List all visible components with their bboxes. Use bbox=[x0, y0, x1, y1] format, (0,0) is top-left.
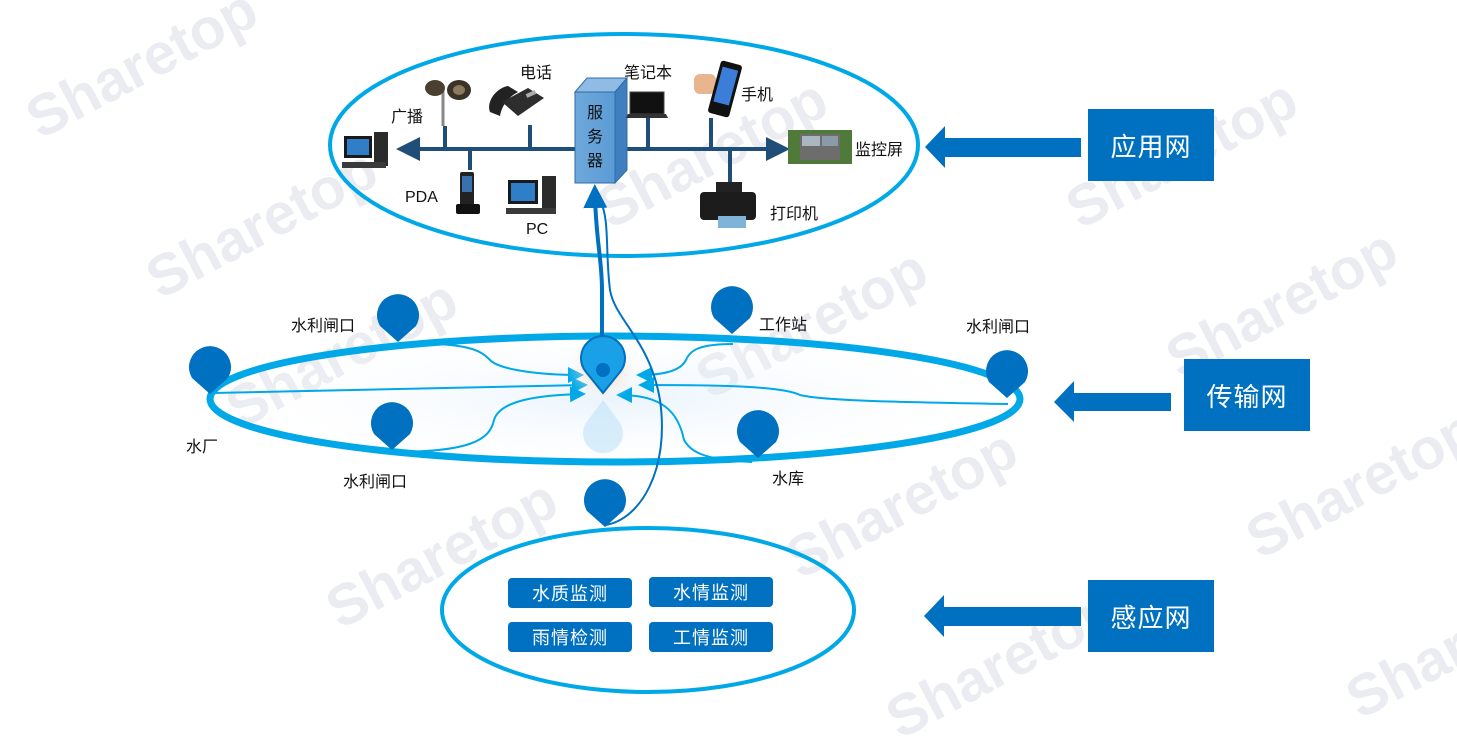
sensing-item-water-quality: 水质监测 bbox=[508, 578, 632, 608]
sensing-item-water-regime: 水情监测 bbox=[649, 577, 773, 607]
watermark-text: Sharetop bbox=[16, 0, 268, 151]
arrow-sensing bbox=[924, 595, 1081, 637]
application-layer: 服 务 器 广播 电话 bbox=[328, 32, 920, 258]
label-monitor-screen: 监控屏 bbox=[855, 140, 903, 159]
pin-gate-right bbox=[986, 350, 1028, 398]
uplink-from-sensing bbox=[599, 199, 663, 526]
pin-sensing-gateway bbox=[584, 479, 626, 527]
sensing-ellipse bbox=[440, 526, 856, 694]
label-reservoir: 水库 bbox=[772, 469, 804, 488]
layer-label-transport: 传输网 bbox=[1184, 359, 1310, 431]
desktop-pc-icon bbox=[342, 132, 388, 168]
monitor-screen-icon bbox=[788, 130, 852, 164]
server-icon: 服 务 器 bbox=[573, 76, 629, 185]
server-label-2: 务 bbox=[587, 127, 603, 146]
arrow-application bbox=[925, 126, 1081, 168]
label-pc: PC bbox=[526, 221, 548, 238]
pin-reservoir bbox=[737, 410, 780, 458]
desktop-pc-icon bbox=[506, 176, 556, 214]
label-pda: PDA bbox=[405, 189, 438, 206]
sensing-item-rainfall: 雨情检测 bbox=[508, 622, 632, 652]
pin-plant bbox=[189, 346, 232, 394]
pda-icon bbox=[456, 172, 480, 214]
arrow-transport bbox=[1054, 381, 1171, 422]
server-label-3: 器 bbox=[587, 151, 603, 170]
pin-workstation bbox=[711, 286, 754, 334]
layer-label-application: 应用网 bbox=[1088, 109, 1214, 181]
laptop-icon bbox=[626, 91, 668, 118]
label-broadcast: 广播 bbox=[391, 107, 423, 126]
smartphone-icon bbox=[694, 60, 742, 118]
label-plant: 水厂 bbox=[186, 437, 218, 456]
label-printer: 打印机 bbox=[770, 204, 818, 223]
hub-node bbox=[567, 334, 639, 454]
pin-gate-bottom-left bbox=[371, 402, 414, 450]
label-phone: 电话 bbox=[520, 63, 552, 82]
horn-speaker-icon bbox=[425, 80, 471, 126]
server-label-1: 服 bbox=[587, 103, 603, 122]
label-workstation: 工作站 bbox=[759, 315, 807, 334]
label-gate-top-left: 水利闸口 bbox=[291, 316, 355, 335]
label-mobile: 手机 bbox=[741, 85, 773, 104]
uplink-to-server bbox=[583, 184, 608, 370]
application-ellipse bbox=[328, 32, 920, 258]
transport-links bbox=[212, 342, 1009, 463]
layer-label-sensing: 感应网 bbox=[1088, 580, 1214, 652]
printer-icon bbox=[700, 182, 756, 228]
watermark-text: Sharetop bbox=[1336, 556, 1457, 731]
desk-phone-icon bbox=[489, 86, 544, 116]
pin-gate-top-left bbox=[377, 294, 420, 342]
label-laptop: 笔记本 bbox=[624, 63, 672, 82]
transport-layer: 水厂 水利闸口 水利闸口 工作站 水利闸口 水库 bbox=[186, 184, 1030, 527]
sensing-item-work-status: 工情监测 bbox=[649, 622, 773, 652]
label-gate-bottom-left: 水利闸口 bbox=[343, 472, 407, 491]
label-gate-right: 水利闸口 bbox=[966, 317, 1030, 336]
